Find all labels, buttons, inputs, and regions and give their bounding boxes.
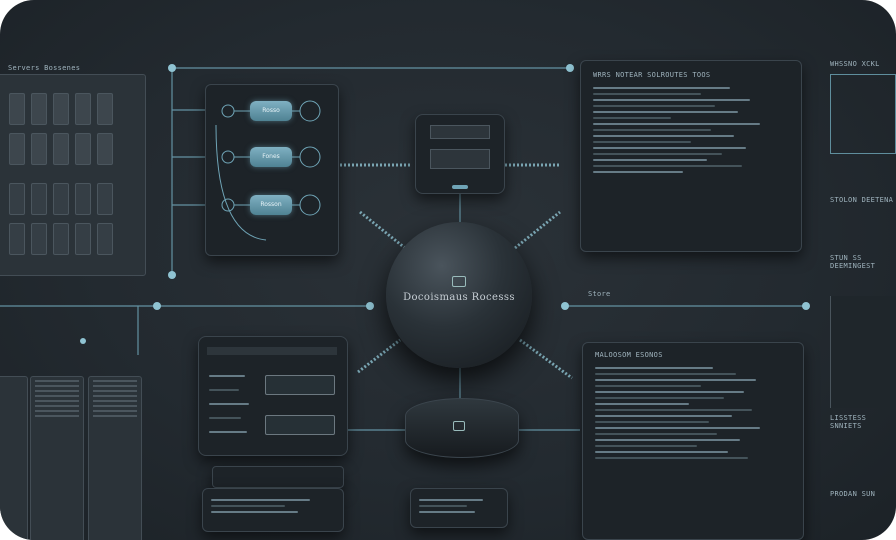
storage-cylinder <box>405 398 519 458</box>
rack-label: Servers Bossenes <box>8 64 81 72</box>
database-icon <box>452 276 466 287</box>
rack-tower-1 <box>0 376 28 540</box>
right-section-3: LISSTESS SNNIETS <box>830 414 867 430</box>
flow-node-3: Rosson <box>250 195 292 215</box>
code-panel-top-title: WRRS NOTEAR SOLROUTES TOOS <box>593 71 711 79</box>
small-module <box>212 466 344 488</box>
code-panel-bottom: MALOOSOM ESONOS <box>582 342 804 540</box>
right-section-2: STUN SS DEEMINGEST <box>830 254 876 270</box>
small-db-icon <box>80 338 86 344</box>
central-node-sphere: Docoismaus Rocesss <box>386 222 532 368</box>
store-label: Store <box>588 290 611 298</box>
right-section-1: STOLON DEETENA <box>830 196 894 204</box>
rack-tower-3 <box>88 376 142 540</box>
server-rack-top <box>0 74 146 276</box>
right-section-4: PRODAN SUN <box>830 490 876 498</box>
rack-tower-2 <box>30 376 84 540</box>
flow-panel-lines <box>215 100 321 241</box>
central-node-label: Docoismaus Rocesss <box>403 292 515 303</box>
right-info-column: WHSSNO XCKL STOLON DEETENA STUN SS DEEMI… <box>826 60 896 540</box>
storage-icon <box>453 421 465 431</box>
code-panel-top: WRRS NOTEAR SOLROUTES TOOS <box>580 60 802 252</box>
flow-node-1: Rosso <box>250 101 292 121</box>
log-panel-center <box>410 488 508 528</box>
flow-panel: Rosso Fones Rosson <box>205 84 339 256</box>
storage-panel <box>198 336 348 456</box>
log-panel-left <box>202 488 344 532</box>
code-panel-bottom-title: MALOOSOM ESONOS <box>595 351 663 359</box>
router-device <box>415 114 505 194</box>
right-panel-title: WHSSNO XCKL <box>830 60 880 68</box>
flow-node-2: Fones <box>250 147 292 167</box>
